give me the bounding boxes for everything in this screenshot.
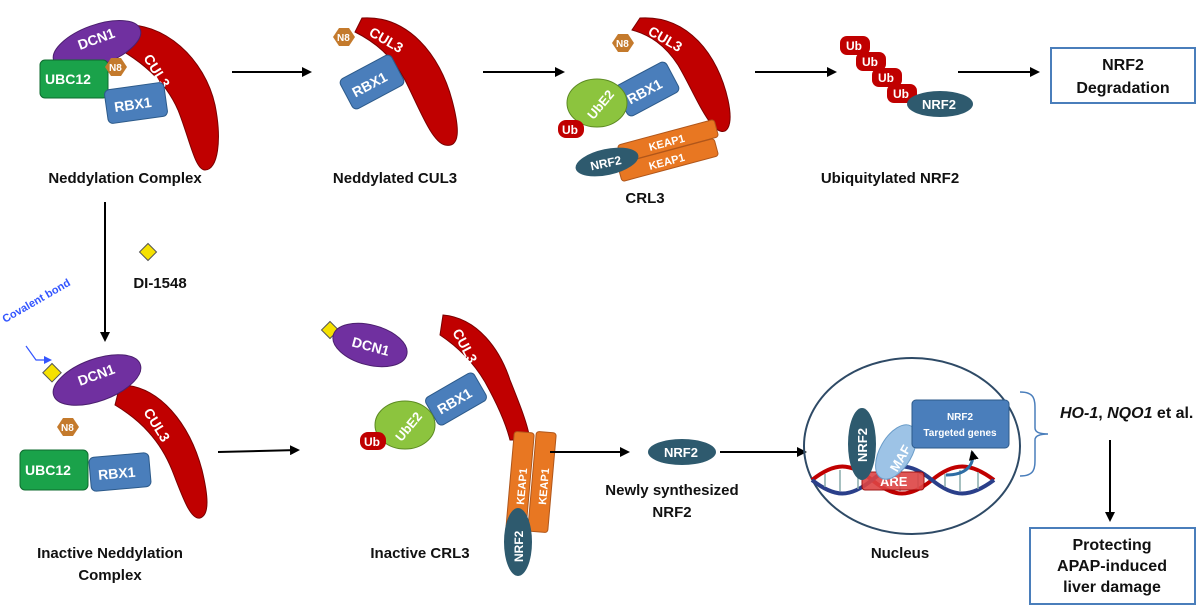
nrf2-degradation-box: NRF2 Degradation bbox=[1050, 47, 1196, 104]
covalent-bond-label: Covalent bond bbox=[1, 277, 73, 326]
nucleus-membrane bbox=[803, 357, 1021, 535]
n8-label: N8 bbox=[616, 39, 629, 50]
ub-shape-4 bbox=[887, 84, 917, 103]
caption-neddylation-complex: Neddylation Complex bbox=[48, 170, 202, 187]
rbx1-label: RBX1 bbox=[97, 464, 136, 483]
ub-label-4: Ub bbox=[893, 87, 909, 101]
compound-name: DI-1548 bbox=[133, 275, 186, 292]
neddylated-cul3: CUL3 N8 RBX1 bbox=[333, 17, 458, 146]
protecting-line1: Protecting bbox=[1072, 537, 1151, 554]
caption-crl3: CRL3 bbox=[625, 190, 664, 207]
protecting-line3: liver damage bbox=[1063, 579, 1161, 596]
nrf2-shape bbox=[504, 508, 532, 576]
degradation-line2: Degradation bbox=[1076, 80, 1169, 97]
rbx1-shape bbox=[425, 372, 487, 426]
ubiquitylated-nrf2: Ub Ub Ub Ub NRF2 bbox=[840, 36, 973, 117]
expression-arrow bbox=[945, 450, 979, 477]
targeted-genes-box bbox=[911, 399, 1010, 449]
nrf2-shape bbox=[907, 91, 973, 117]
caption-newly-synth-line2: NRF2 bbox=[652, 504, 691, 521]
arrow-5 bbox=[217, 445, 300, 456]
gene-ho1: HO-1 bbox=[1060, 405, 1098, 422]
dcn1-shape bbox=[52, 354, 142, 406]
di1548-bound-icon bbox=[42, 362, 62, 383]
ube2-shape bbox=[566, 78, 628, 128]
n8-label: N8 bbox=[61, 423, 74, 434]
n8-shape bbox=[57, 418, 79, 436]
n8-label: N8 bbox=[337, 33, 350, 44]
keap1-shape-2 bbox=[617, 138, 719, 182]
nrf2-shape bbox=[848, 408, 876, 480]
neddylation-complex: CUL3 DCN1 UBC12 N8 RBX1 bbox=[39, 19, 219, 171]
ub-label-3: Ub bbox=[878, 71, 894, 85]
genes-text: HO-1, NQO1 et al. bbox=[1060, 405, 1193, 422]
nrf2-label: NRF2 bbox=[664, 445, 698, 460]
gene-sep: , bbox=[1098, 405, 1107, 422]
n8-shape bbox=[612, 34, 634, 52]
targeted-genes-line2: Targeted genes bbox=[923, 428, 997, 439]
caption-ubiquitylated-nrf2: Ubiquitylated NRF2 bbox=[821, 170, 959, 187]
ub-shape-2 bbox=[856, 52, 886, 71]
ubc12-label: UBC12 bbox=[25, 462, 71, 478]
protecting-box: Protecting APAP-induced liver damage bbox=[1029, 527, 1196, 605]
degradation-line1: NRF2 bbox=[1102, 57, 1144, 74]
caption-inactive-neddylation-line2: Complex bbox=[78, 567, 142, 584]
caption-nucleus: Nucleus bbox=[871, 545, 929, 562]
nrf2-label: NRF2 bbox=[589, 153, 623, 173]
inactive-crl3: DCN1 CUL3 RBX1 UbE2 Ub KEAP1 KEAP1 NRF2 bbox=[320, 314, 557, 576]
nrf2-shape bbox=[575, 147, 639, 177]
caption-newly-synth-line1: Newly synthesized bbox=[605, 482, 738, 499]
gene-suffix: et al. bbox=[1152, 405, 1193, 422]
maf-shape bbox=[875, 424, 917, 480]
n8-label: N8 bbox=[109, 63, 122, 74]
caption-inactive-neddylation-line1: Inactive Neddylation bbox=[37, 545, 183, 562]
dna-strand-1 bbox=[810, 464, 996, 496]
protecting-line2: APAP-induced bbox=[1057, 558, 1167, 575]
nucleus: ARE NRF2 MAF NRF2 Targeted genes bbox=[803, 357, 1021, 535]
genes-bracket bbox=[1019, 391, 1049, 477]
keap1-shape-2 bbox=[527, 431, 557, 533]
crl3-complex: CUL3 N8 RBX1 UbE2 Ub KEAP1 KEAP1 NRF2 bbox=[558, 17, 731, 182]
ubc12-label: UBC12 bbox=[45, 71, 91, 87]
ub-shape-3 bbox=[872, 68, 902, 87]
n8-shape bbox=[105, 58, 127, 76]
inactive-neddylation-complex: Covalent bond CUL3 DCN1 UBC12 N8 RBX1 bbox=[1, 277, 208, 519]
cul3-shape bbox=[114, 384, 208, 519]
targeted-genes-line1: NRF2 bbox=[947, 412, 974, 423]
ub-label-2: Ub bbox=[862, 55, 878, 69]
nrf2-label: NRF2 bbox=[512, 530, 526, 562]
keap1-label-1: KEAP1 bbox=[515, 468, 530, 506]
ub-label-1: Ub bbox=[846, 39, 862, 53]
rbx1-shape bbox=[88, 452, 152, 492]
ub-label: Ub bbox=[562, 123, 578, 137]
nrf2-label: NRF2 bbox=[922, 97, 956, 112]
caption-inactive-crl3: Inactive CRL3 bbox=[370, 545, 469, 562]
newly-synthesized-nrf2: NRF2 bbox=[648, 439, 716, 465]
ub-shape-1 bbox=[840, 36, 870, 55]
ub-shape bbox=[360, 432, 386, 450]
caption-neddylated-cul3: Neddylated CUL3 bbox=[333, 170, 457, 187]
cul3-shape bbox=[111, 24, 219, 171]
ubc12-shape bbox=[19, 449, 89, 491]
rbx1-shape bbox=[339, 54, 405, 110]
n8-shape bbox=[333, 28, 355, 46]
nrf2-shape bbox=[648, 439, 716, 465]
di1548-compound-icon bbox=[138, 242, 158, 262]
ub-label: Ub bbox=[364, 435, 380, 449]
dcn1-shape bbox=[332, 322, 408, 368]
ub-shape bbox=[558, 120, 584, 138]
gene-nqo1: NQO1 bbox=[1107, 405, 1152, 422]
nrf2-label: NRF2 bbox=[855, 428, 870, 462]
ubc12-shape bbox=[39, 59, 109, 99]
rbx1-label: RBX1 bbox=[113, 94, 152, 115]
rbx1-shape bbox=[104, 82, 168, 124]
covalent-bond-arrow bbox=[25, 345, 52, 364]
ube2-shape bbox=[374, 400, 436, 450]
keap1-label-2: KEAP1 bbox=[537, 468, 552, 506]
